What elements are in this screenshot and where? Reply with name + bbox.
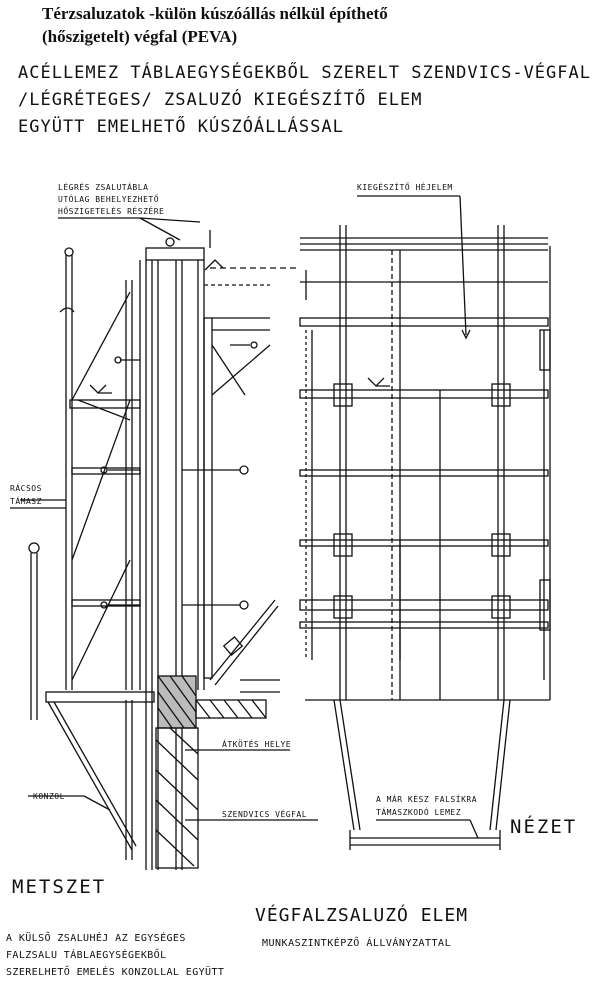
upper-platform [69, 399, 141, 409]
label-kiegeszito: KIEGÉSZÍTŐ HÉJELEM [357, 183, 453, 192]
footer-line-1: A KÜLSŐ ZSALUHÉJ AZ EGYSÉGES [6, 933, 186, 944]
label-legres-line2: UTÓLAG BEHELYEZHETŐ [58, 195, 160, 204]
label-legres-line3: HŐSZIGETELÉS RÉSZÉRE [58, 207, 165, 216]
console-beam [45, 691, 155, 703]
heading-line-1: ACÉLLEMEZ TÁBLAEGYSÉGEKBŐL SZERELT SZEND… [18, 63, 591, 83]
footer-line-2: FALZSALU TÁBLAEGYSÉGEKBŐL [6, 950, 167, 961]
label-nezet: NÉZET [510, 816, 578, 838]
label-mar-line1: A MÁR KÉSZ FALSÍKRA [376, 795, 478, 804]
label-legres-line1: LÉGRÉS ZSALUTÁBLA [58, 183, 149, 192]
label-racsos-line1: RÁCSOS [10, 484, 42, 493]
inner-form-panel [203, 317, 213, 679]
label-vegfal-elem: VÉGFALZSALUZÓ ELEM [255, 905, 469, 926]
label-szendvics: SZENDVICS VÉGFAL [222, 810, 308, 819]
heading-line-2: /LÉGRÉTEGES/ ZSALUZÓ KIEGÉSZÍTŐ ELEM [18, 90, 423, 110]
label-mar-line2: TÁMASZKODÓ LEMEZ [376, 808, 462, 817]
footer-line-3: SZERELHETŐ EMELÉS KONZOLLAL EGYÜTT [6, 967, 225, 978]
section-drawing [10, 217, 318, 870]
view-drawing [299, 195, 551, 850]
title-line-2: (hőszigetelt) végfal (PEVA) [42, 27, 238, 46]
label-racsos-line2: TÁMASZ [10, 497, 42, 506]
wall-top-cap [145, 247, 205, 261]
label-konzol: KONZOL [33, 792, 65, 801]
heading-line-3: EGYÜTT EMELHETŐ KÚSZÓÁLLÁSSAL [18, 117, 344, 137]
label-atkotes: ÁTKÖTÉS HELYE [222, 740, 292, 749]
title-line-1: Térzsaluzatok -külön kúszóállás nélkül é… [42, 4, 388, 23]
label-munkaszint: MUNKASZINTKÉPZŐ ÁLLVÁNYZATTAL [262, 938, 452, 949]
legres-leader [139, 217, 181, 241]
label-metszet: METSZET [12, 876, 107, 898]
